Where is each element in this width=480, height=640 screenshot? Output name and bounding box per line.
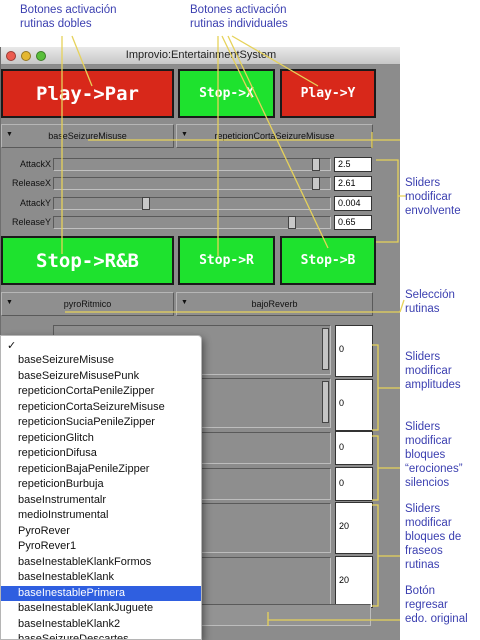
envelope-slider-track[interactable] (53, 216, 331, 229)
amplitude-value-2[interactable]: 0 (335, 379, 373, 431)
window-title: Improvio:EntertainmentSystem (125, 49, 277, 61)
envelope-label: AttackX (19, 159, 51, 169)
annotation-phrases: Sliders modificar bloques de fraseos rut… (405, 503, 462, 571)
play-par-button[interactable]: Play->Par (1, 69, 174, 118)
amplitude-slider-1-thumb[interactable] (322, 328, 329, 370)
triangle-down-icon: ▼ (6, 131, 13, 138)
triangle-down-icon: ▼ (181, 131, 188, 138)
play-y-button[interactable]: Play->Y (280, 69, 376, 118)
phrase-value-1[interactable]: 20 (335, 502, 373, 554)
annotation-envelope: Sliders modificar envolvente (405, 177, 461, 217)
menu-item[interactable]: PyroRever (18, 524, 70, 537)
annotation-doubles: Botones activación rutinas dobles (20, 4, 117, 30)
erosion-value-2[interactable]: 0 (335, 467, 373, 501)
checkmark-icon: ✓ (7, 340, 17, 352)
routine-dropdown-2-label: repeticionCortaSeizureMisuse (214, 131, 335, 141)
erosion-value-1[interactable]: 0 (335, 431, 373, 465)
menu-item[interactable]: PyroRever1 (18, 540, 77, 552)
annotation-routines: Selección rutinas (405, 289, 455, 315)
menu-item[interactable]: repeticionBajaPenileZipper (18, 462, 150, 475)
envelope-label: ReleaseY (11, 217, 51, 227)
menu-item[interactable]: baseSeizureMisusePunk (18, 369, 140, 382)
stop-rb-button[interactable]: Stop->R&B (1, 236, 174, 285)
phrase-value-2[interactable]: 20 (335, 556, 373, 608)
annotation-amplitudes: Sliders modificar amplitudes (405, 351, 461, 391)
envelope-value-box[interactable]: 0.004 (334, 196, 372, 211)
annotation-individual: Botones activación rutinas individuales (190, 4, 288, 30)
close-button[interactable] (6, 51, 16, 61)
menu-item[interactable]: repeticionSuciaPenileZipper (18, 416, 155, 428)
envelope-slider-track[interactable] (53, 177, 331, 190)
envelope-value-box[interactable]: 0.65 (334, 215, 372, 230)
routine-dropdown-2[interactable]: ▼ repeticionCortaSeizureMisuse (176, 124, 373, 148)
menu-item[interactable]: repeticionDifusa (18, 447, 97, 459)
menu-item[interactable]: repeticionCortaSeizureMisuse (18, 400, 165, 413)
envelope-slider-track[interactable] (53, 158, 331, 171)
menu-item[interactable]: repeticionBurbuja (18, 478, 104, 490)
menu-item[interactable]: baseSeizureMisuse (18, 354, 114, 366)
amplitude-slider-2-thumb[interactable] (322, 381, 329, 423)
menu-item[interactable]: repeticionCortaPenileZipper (18, 385, 155, 397)
envelope-value-box[interactable]: 2.61 (334, 176, 372, 191)
menu-item[interactable]: medioInstrumental (18, 509, 109, 521)
envelope-value-box[interactable]: 2.5 (334, 157, 372, 172)
minimize-button[interactable] (21, 51, 31, 61)
stop-x-button[interactable]: Stop->X (178, 69, 275, 118)
menu-item[interactable]: repeticionGlitch (18, 431, 94, 444)
triangle-down-icon: ▼ (181, 299, 188, 306)
stop-b-button[interactable]: Stop->B (280, 236, 376, 285)
routine-dropdown-3[interactable]: ▼ pyroRitmico (1, 292, 174, 316)
envelope-slider-thumb[interactable] (142, 197, 150, 210)
triangle-down-icon: ▼ (6, 299, 13, 306)
amplitude-value-1[interactable]: 0 (335, 325, 373, 377)
menu-item[interactable]: baseInestableKlankJuguete (18, 602, 154, 614)
routine-popup-menu[interactable]: ✓ baseSeizureMisuse baseSeizureMisusePunk… (0, 335, 202, 640)
menu-item[interactable]: baseSeizureDescartes (18, 633, 129, 640)
line-routines-2 (399, 299, 405, 313)
envelope-slider-thumb[interactable] (288, 216, 296, 229)
annotation-erosions: Sliders modificar bloques “eroci­ones” s… (405, 421, 463, 489)
routine-dropdown-1-label: baseSeizureMisuse (48, 131, 127, 141)
menu-item[interactable]: baseInestableKlankFormos (18, 555, 152, 568)
envelope-label: AttackY (19, 198, 51, 208)
menu-item[interactable]: baseInestableKlank (18, 571, 115, 583)
stop-r-button[interactable]: Stop->R (178, 236, 275, 285)
menu-item[interactable]: baseInestableKlank2 (18, 617, 121, 630)
routine-dropdown-1[interactable]: ▼ baseSeizureMisuse (1, 124, 174, 148)
zoom-button[interactable] (36, 51, 46, 61)
annotation-reset: Botón regresar edo. original (405, 585, 468, 625)
routine-dropdown-3-label: pyroRitmico (63, 299, 112, 309)
envelope-label: ReleaseX (11, 178, 51, 188)
envelope-slider-thumb[interactable] (312, 158, 320, 171)
routine-dropdown-4-label: bajoReverb (251, 299, 298, 309)
routine-dropdown-4[interactable]: ▼ bajoReverb (176, 292, 373, 316)
envelope-slider-thumb[interactable] (312, 177, 320, 190)
menu-item[interactable]: baseInstrumentalr (18, 493, 107, 506)
menu-item[interactable]: baseInestablePrimera (1, 585, 201, 601)
envelope-slider-track[interactable] (53, 197, 331, 210)
title-bar: Improvio:EntertainmentSystem (1, 47, 400, 65)
